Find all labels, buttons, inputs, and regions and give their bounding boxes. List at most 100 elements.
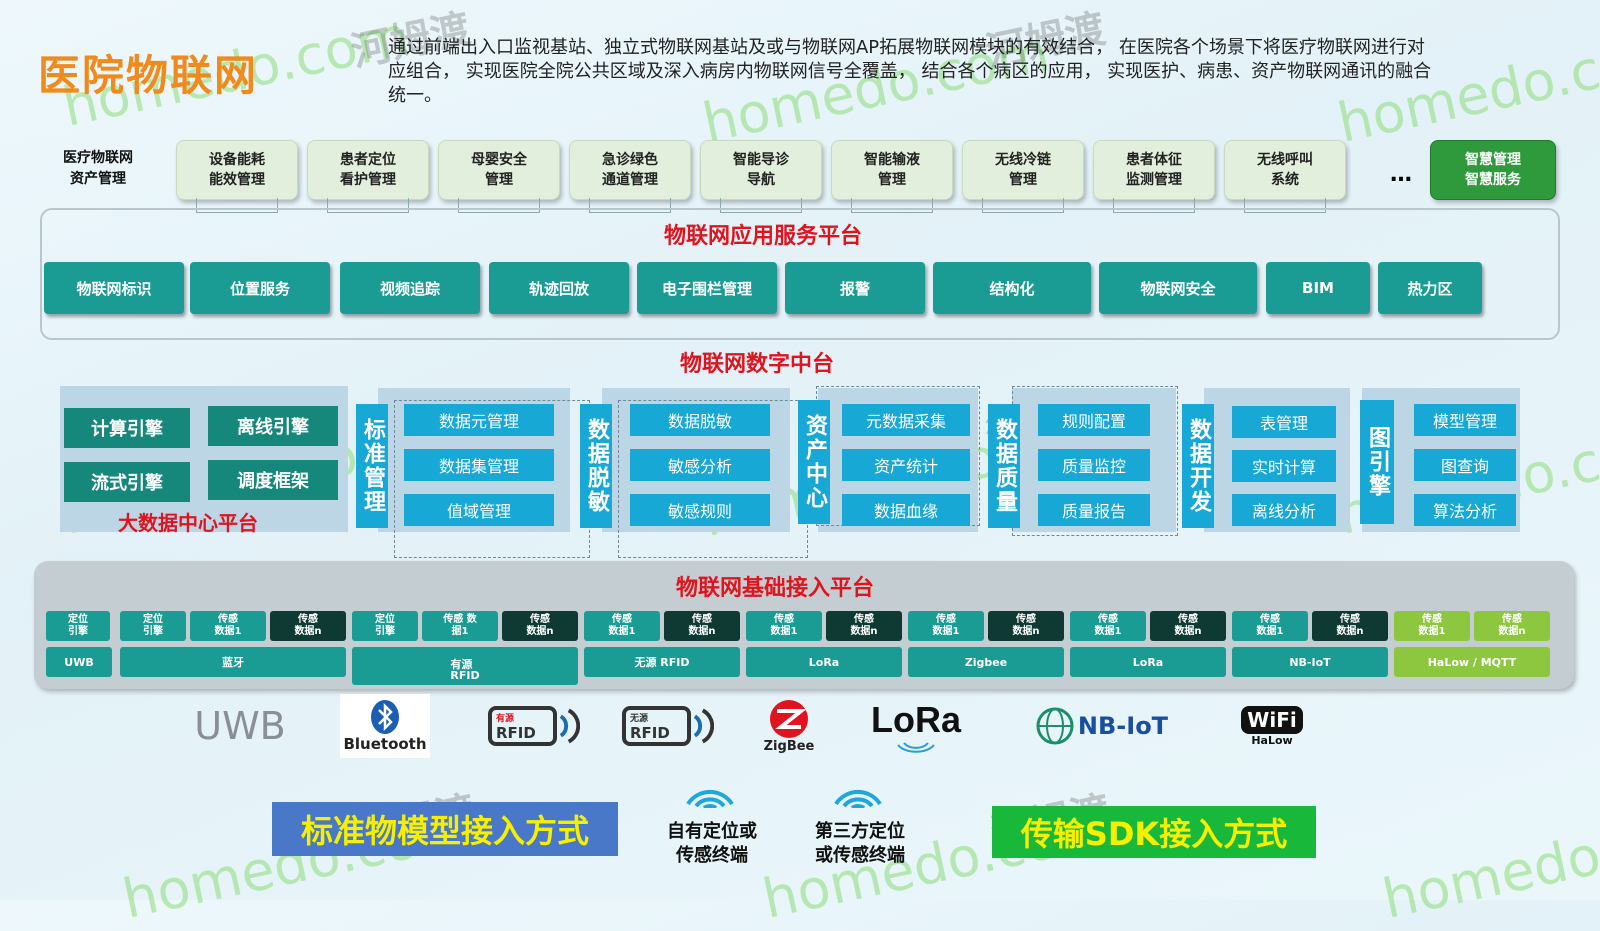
sensor-cell[interactable]: 传感 数据1 — [908, 611, 984, 641]
group-item[interactable]: 模型管理 — [1414, 404, 1516, 436]
group-item[interactable]: 数据元管理 — [404, 404, 554, 436]
scenario-box[interactable]: 无线冷链 管理 — [962, 140, 1084, 200]
group-item[interactable]: 算法分析 — [1414, 494, 1516, 526]
sensor-cell[interactable]: 传感 数据1 — [746, 611, 822, 641]
group-item[interactable]: 规则配置 — [1038, 404, 1150, 436]
connector-line — [589, 198, 671, 213]
group-label-text: 资产中心 — [802, 414, 827, 510]
group-item[interactable]: 质量监控 — [1038, 449, 1150, 481]
sensor-cell[interactable]: 定位 引擎 — [352, 611, 418, 641]
sensor-cell[interactable]: 传感 数据n — [826, 611, 902, 641]
bigdata-item[interactable]: 计算引擎 — [64, 408, 190, 448]
rfid-icon: 无源 RFID — [622, 706, 691, 746]
group-item[interactable]: 元数据采集 — [842, 404, 970, 436]
group-item[interactable]: 敏感分析 — [630, 449, 770, 481]
app-service-item[interactable]: 热力区 — [1378, 262, 1482, 314]
connector-line — [458, 198, 540, 213]
scenario-box[interactable]: 智能输液 管理 — [831, 140, 953, 200]
protocol-zigbee[interactable]: Zigbee — [908, 647, 1064, 677]
app-service-item[interactable]: 物联网标识 — [44, 262, 184, 314]
group-item[interactable]: 表管理 — [1232, 406, 1336, 438]
group-label-text: 标准管理 — [360, 418, 385, 514]
connector-line — [720, 198, 802, 213]
sensor-cell[interactable]: 传感 数据1 — [190, 611, 266, 641]
app-service-item[interactable]: BIM — [1266, 262, 1370, 314]
connector-line — [982, 198, 1064, 213]
zigbee-text: ZigBee — [763, 738, 815, 754]
smart-management-box[interactable]: 智慧管理 智慧服务 — [1430, 140, 1556, 200]
protocol-lora[interactable]: LoRa — [1070, 647, 1226, 677]
protocol-active-rfid[interactable]: 有源 RFID — [352, 647, 578, 685]
bigdata-item[interactable]: 离线引擎 — [208, 406, 338, 446]
scenario-box[interactable]: 智能导诊 导航 — [700, 140, 822, 200]
scenario-box[interactable]: 急诊绿色 通道管理 — [569, 140, 691, 200]
group-item[interactable]: 图查询 — [1414, 449, 1516, 481]
sensor-cell[interactable]: 传感 数据n — [1312, 611, 1388, 641]
sensor-cell[interactable]: 传感 数据n — [1150, 611, 1226, 641]
app-service-item[interactable]: 视频追踪 — [340, 262, 480, 314]
standard-access-mode: 标准物模型接入方式 — [272, 802, 618, 856]
sensor-cell[interactable]: 传感 数据n — [988, 611, 1064, 641]
group-item[interactable]: 实时计算 — [1232, 450, 1336, 482]
scenario-box[interactable]: 设备能耗 能效管理 — [176, 140, 298, 200]
own-terminal-label: 自有定位或 传感终端 — [667, 821, 757, 866]
protocol-halow-mqtt[interactable]: HaLow / MQTT — [1394, 647, 1550, 677]
group-item[interactable]: 值域管理 — [404, 494, 554, 526]
group-item[interactable]: 资产统计 — [842, 449, 970, 481]
app-service-item[interactable]: 报警 — [785, 262, 925, 314]
connector-line — [327, 198, 409, 213]
group-item[interactable]: 数据脱敏 — [630, 404, 770, 436]
group-item[interactable]: 数据集管理 — [404, 449, 554, 481]
bigdata-item[interactable]: 流式引擎 — [64, 462, 190, 502]
zigbee-logo: ZigBee — [756, 694, 822, 758]
uwb-logo: UWB — [194, 704, 286, 748]
sensor-cell[interactable]: 定位 引擎 — [46, 611, 110, 641]
sensor-cell[interactable]: 传感 数据1 — [1232, 611, 1308, 641]
active-rfid-logo: 有源 RFID — [488, 694, 580, 758]
group-item[interactable]: 敏感规则 — [630, 494, 770, 526]
protocol-uwb[interactable]: UWB — [46, 647, 112, 677]
group-item[interactable]: 离线分析 — [1232, 494, 1336, 526]
group-label: 标准管理 — [356, 404, 388, 528]
wifi-halow-logo: WiFi HaLow — [1232, 694, 1312, 758]
app-service-item[interactable]: 结构化 — [933, 262, 1091, 314]
bigdata-item[interactable]: 调度框架 — [208, 460, 338, 500]
bluetooth-text: Bluetooth — [343, 735, 427, 753]
sensor-cell[interactable]: 传感 数据1 — [584, 611, 660, 641]
sensor-cell[interactable]: 传感 数据n — [270, 611, 346, 641]
nbiot-logo: NB-IoT — [1032, 694, 1172, 758]
group-item[interactable]: 数据血缘 — [842, 494, 970, 526]
wireless-signal-icon — [686, 789, 734, 808]
third-party-terminal-label: 第三方定位 或传感终端 — [815, 821, 905, 866]
nbiot-text: NB-IoT — [1077, 712, 1169, 740]
scenario-box[interactable]: 无线呼叫 系统 — [1224, 140, 1346, 200]
lora-waves-icon — [897, 742, 935, 753]
app-service-item[interactable]: 物联网安全 — [1099, 262, 1257, 314]
lora-logo: LoRa — [866, 694, 966, 758]
scenario-box[interactable]: 患者体征 监测管理 — [1093, 140, 1215, 200]
sensor-cell[interactable]: 传感 数据n — [1474, 611, 1550, 641]
connector-line — [196, 198, 278, 213]
protocol-passive-rfid[interactable]: 无源 RFID — [584, 647, 740, 677]
group-label-text: 数据质量 — [992, 418, 1017, 514]
protocol-nbiot[interactable]: NB-IoT — [1232, 647, 1388, 677]
sensor-cell[interactable]: 传感 数据1 — [1394, 611, 1470, 641]
globe-icon — [1036, 707, 1074, 745]
protocol-lora[interactable]: LoRa — [746, 647, 902, 677]
sensor-cell[interactable]: 定位 引擎 — [120, 611, 186, 641]
sensor-cell[interactable]: 传感 数 据1 — [422, 611, 498, 641]
protocol-bluetooth[interactable]: 蓝牙 — [120, 647, 346, 677]
app-service-item[interactable]: 位置服务 — [190, 262, 330, 314]
app-service-item[interactable]: 电子围栏管理 — [637, 262, 777, 314]
page-title: 医院物联网 — [38, 51, 259, 100]
sensor-cell[interactable]: 传感 数据n — [664, 611, 740, 641]
scenario-box[interactable]: 患者定位 看护管理 — [307, 140, 429, 200]
digital-platform-title: 物联网数字中台 — [680, 352, 835, 377]
sensor-cell[interactable]: 传感 数据1 — [1070, 611, 1146, 641]
app-service-item[interactable]: 轨迹回放 — [489, 262, 629, 314]
halow-text: HaLow — [1251, 733, 1293, 747]
app-platform-title: 物联网应用服务平台 — [664, 224, 863, 249]
scenario-box[interactable]: 母婴安全 管理 — [438, 140, 560, 200]
group-item[interactable]: 质量报告 — [1038, 494, 1150, 526]
sensor-cell[interactable]: 传感 数据n — [502, 611, 578, 641]
